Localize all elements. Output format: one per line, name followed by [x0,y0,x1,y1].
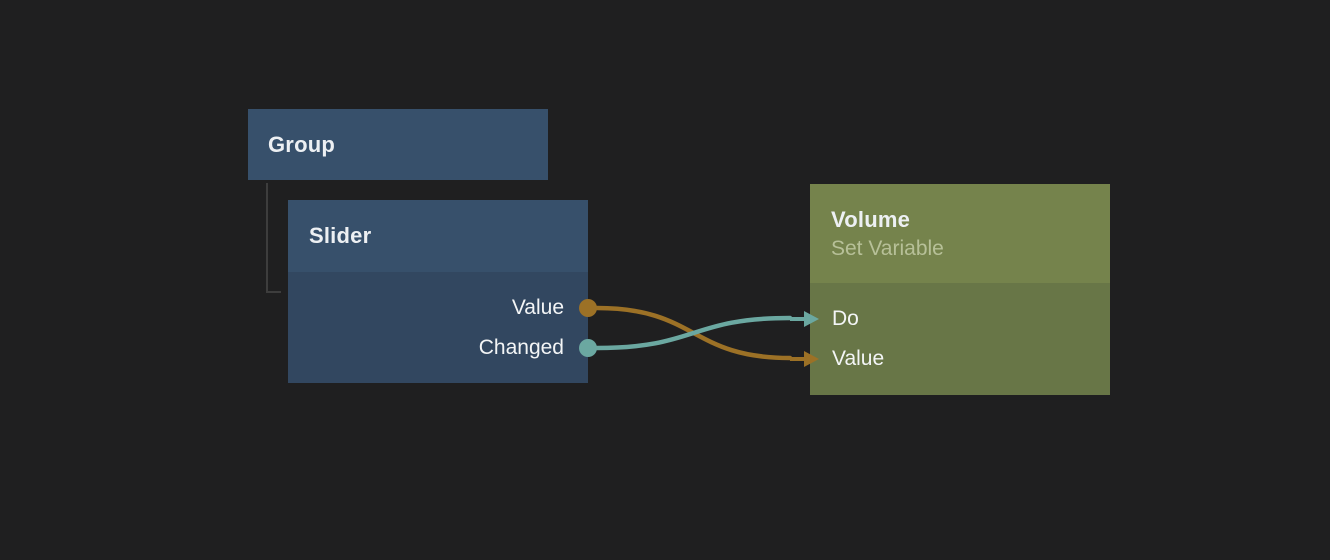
node-group[interactable]: Group [248,109,548,180]
output-port-dot-changed[interactable] [579,339,597,357]
output-port-label: Changed [478,336,564,359]
input-port-row-value: Value [790,339,1110,379]
node-slider[interactable]: Slider Value Changed [288,200,597,383]
output-port-row-value: Value [288,288,597,328]
input-port-arrow-head [804,311,819,327]
input-port-label: Do [832,307,859,330]
group-child-connector-vertical [266,183,268,293]
input-port-arrow-stem [790,357,804,361]
node-slider-header: Slider [288,200,588,272]
node-volume-subtitle: Set Variable [831,236,944,260]
input-port-arrow-stem [790,317,804,321]
node-slider-body: Value Changed [288,272,597,383]
group-child-connector-horizontal [266,291,281,293]
wire-slider-changed-to-volume-do[interactable] [594,315,793,351]
output-port-dot-value[interactable] [579,299,597,317]
node-volume[interactable]: Volume Set Variable Do Value [790,184,1110,395]
input-port-row-do: Do [790,299,1110,339]
input-port-label: Value [832,347,885,370]
node-group-header: Group [248,109,548,180]
node-group-title: Group [268,131,335,157]
output-port-row-changed: Changed [288,328,597,368]
input-port-arrow-head [804,351,819,367]
node-volume-body: Do Value [790,283,1110,395]
input-port-arrow-do[interactable] [790,311,819,327]
node-volume-header: Volume Set Variable [810,184,1110,283]
output-port-label: Value [511,296,564,319]
input-port-arrow-value[interactable] [790,351,819,367]
node-slider-title: Slider [309,223,372,248]
node-volume-title: Volume [831,206,911,232]
